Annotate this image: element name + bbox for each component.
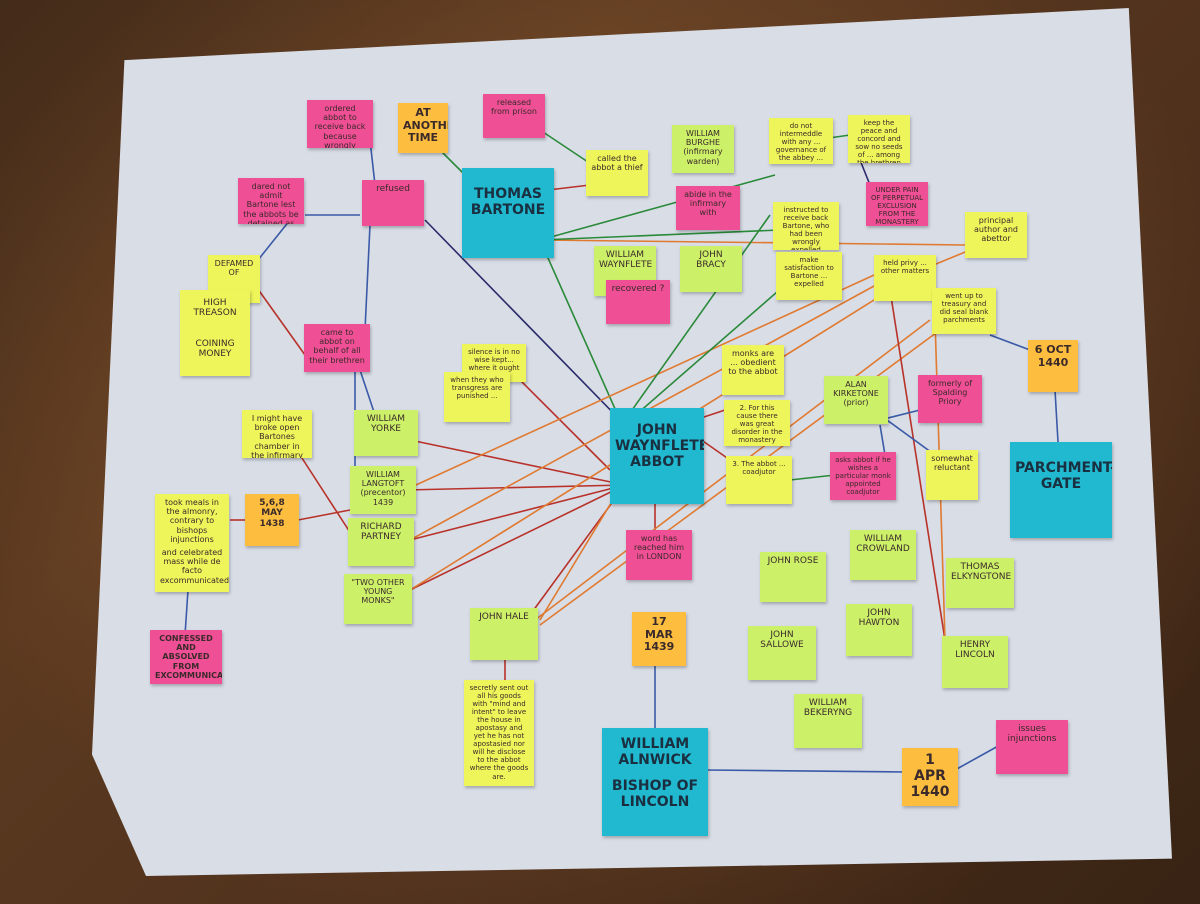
sticky-note: do not intermeddle with any ... governan… — [769, 118, 833, 164]
sticky-note: PARCHMENT-GATE — [1010, 442, 1112, 538]
sticky-note: recovered ? — [606, 280, 670, 324]
sticky-note: monks are ... obedient to the abbot — [722, 345, 784, 395]
sticky-note: principal author and abettor — [965, 212, 1027, 258]
sticky-note: RICHARD PARTNEY — [348, 518, 414, 566]
sticky-note: somewhat reluctant — [926, 450, 978, 500]
sticky-note: secretly sent out all his goods with "mi… — [464, 680, 534, 786]
sticky-note: THOMAS ELKYNGTONE — [946, 558, 1014, 608]
sticky-note: issues injunctions — [996, 720, 1068, 774]
sticky-note: WILLIAM LANGTOFT (precentor) 1439 — [350, 466, 416, 514]
bishop-of-lincoln-label: BISHOP OF LINCOLN — [611, 778, 699, 811]
sticky-note: held privy ... other matters — [874, 255, 936, 301]
sticky-note: 2. For this cause there was great disord… — [724, 400, 790, 446]
sticky-note: UNDER PAIN OF PERPETUAL EXCLUSION FROM T… — [866, 182, 928, 226]
sticky-note: JOHN ROSE — [760, 552, 826, 602]
sticky-note: keep the peace and concord and sow no se… — [848, 115, 910, 163]
high-treason-label: HIGH TREASON — [193, 298, 237, 319]
sticky-note: came to abbot on behalf of all their bre… — [304, 324, 370, 372]
sticky-note: 5,6,8 MAY 1438 — [245, 494, 299, 546]
sticky-note: asks abbot if he wishes a particular mon… — [830, 452, 896, 500]
sticky-note: took meals in the almonry, contrary to b… — [155, 494, 229, 592]
sticky-note: WILLIAM CROWLAND — [850, 530, 916, 580]
sticky-note: WILLIAM BEKERYNG — [794, 694, 862, 748]
sticky-note: WILLIAM BURGHE (infirmary warden) — [672, 125, 734, 173]
sticky-note: when they who transgress are punished ..… — [444, 372, 510, 422]
sticky-note: THOMAS BARTONE — [462, 168, 554, 258]
sticky-note: word has reached him in LONDON — [626, 530, 692, 580]
sticky-note: 6 OCT 1440 — [1028, 340, 1078, 392]
sticky-note: WILLIAM ALNWICK BISHOP OF LINCOLN — [602, 728, 708, 836]
sticky-note: "TWO OTHER YOUNG MONKS" — [344, 574, 412, 624]
sticky-note: ALAN KIRKETONE (prior) — [824, 376, 888, 424]
sticky-note: ordered abbot to receive back because wr… — [307, 100, 373, 148]
sticky-note: JOHN HALE — [470, 608, 538, 660]
sticky-note: 3. The abbot ... coadjutor — [726, 456, 792, 504]
sticky-note: instructed to receive back Bartone, who … — [773, 202, 839, 250]
sticky-note: JOHN BRACY — [680, 246, 742, 292]
sticky-note: called the abbot a thief — [586, 150, 648, 196]
took-meals-text: took meals in the almonry, contrary to b… — [165, 498, 219, 544]
sticky-note: went up to treasury and did seal blank p… — [932, 288, 996, 334]
celebrated-mass-text: and celebrated mass while de facto excom… — [160, 547, 229, 585]
coining-money-label: COINING MONEY — [195, 338, 235, 360]
sticky-note: I might have broke open Bartones chamber… — [242, 410, 312, 458]
william-alnwick-label: WILLIAM ALNWICK — [618, 736, 692, 769]
sticky-note: dared not admit Bartone lest the abbots … — [238, 178, 304, 224]
sticky-note: refused — [362, 180, 424, 226]
sticky-note: JOHN SALLOWE — [748, 626, 816, 680]
sticky-note: make satisfaction to Bartone ... expelle… — [776, 252, 842, 300]
sticky-note: 1 APR 1440 — [902, 748, 958, 806]
sticky-note: formerly of Spalding Priory — [918, 375, 982, 423]
sticky-note: HENRY LINCOLN — [942, 636, 1008, 688]
sticky-note: CONFESSED AND ABSOLVED FROM EXCOMMUNICAT… — [150, 630, 222, 684]
sticky-note: released from prison — [483, 94, 545, 138]
sticky-note: JOHN WAYNFLETE ABBOT — [610, 408, 704, 504]
sticky-note: 17 MAR 1439 — [632, 612, 686, 666]
sticky-note: abide in the infirmary with — [676, 186, 740, 230]
sticky-note: WILLIAM YORKE — [354, 410, 418, 456]
sticky-note: JOHN HAWTON — [846, 604, 912, 656]
sticky-note: AT ANOTHER TIME — [398, 103, 448, 153]
sticky-note: HIGH TREASON COINING MONEY — [180, 290, 250, 376]
